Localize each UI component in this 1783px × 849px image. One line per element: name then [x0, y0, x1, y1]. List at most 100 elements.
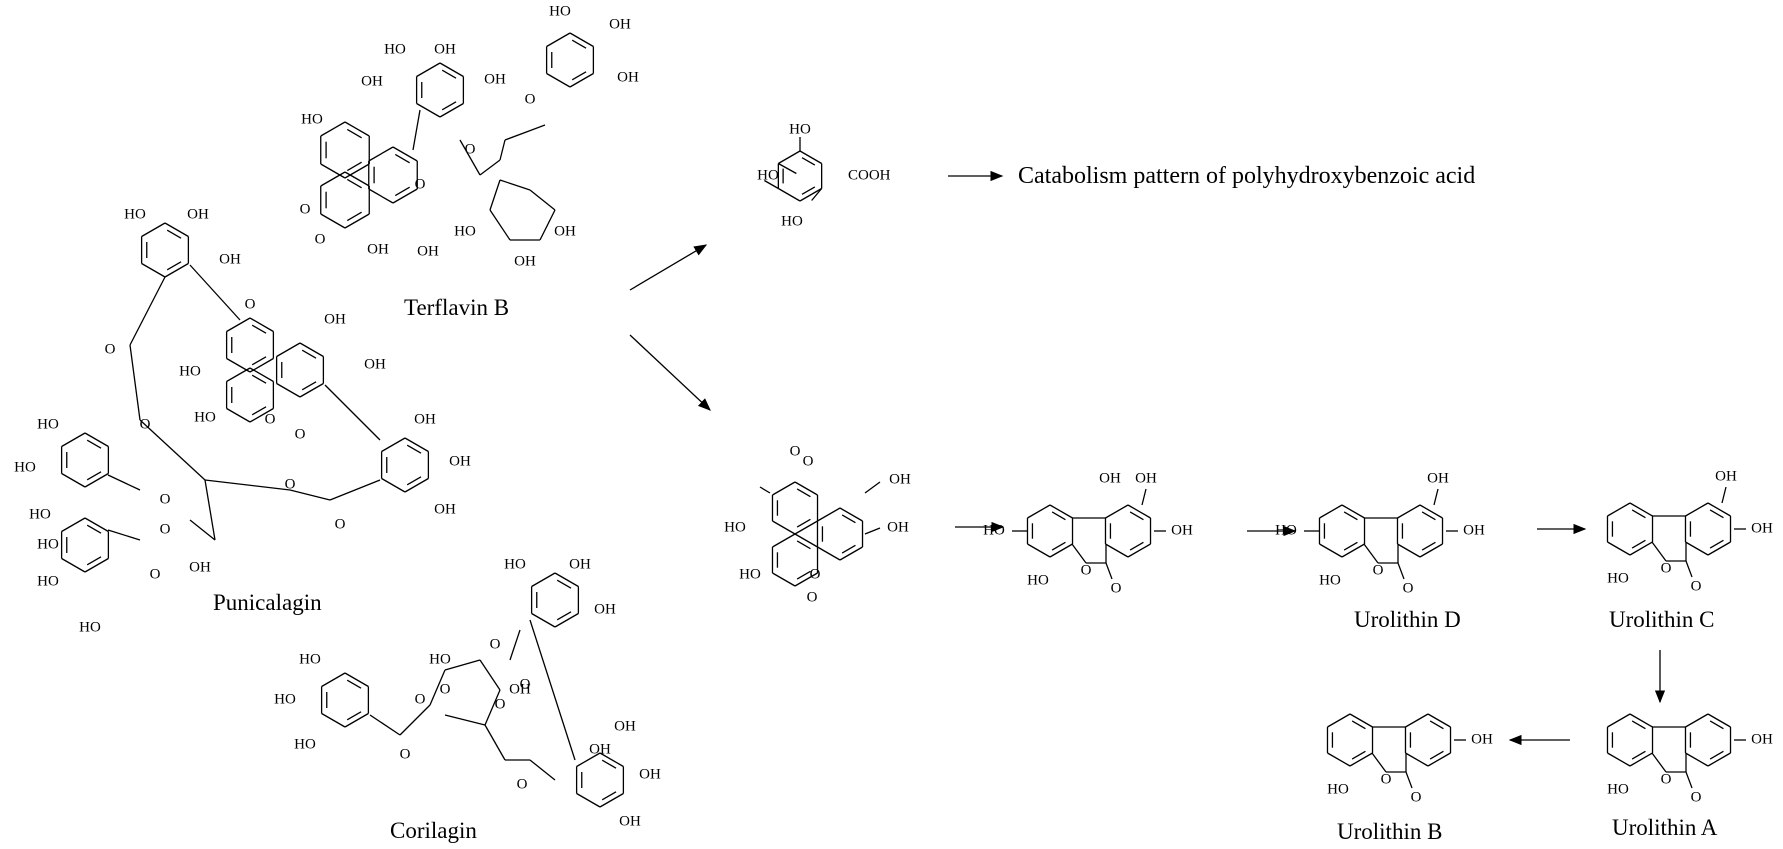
- atom-label-o: O: [520, 676, 531, 692]
- atom-label-ho: HO: [79, 619, 101, 635]
- bond: [489, 179, 501, 211]
- bond: [529, 759, 556, 781]
- atom-label-o: O: [807, 589, 818, 605]
- carbonyl-bond: [1105, 562, 1113, 580]
- atom-label-o: O: [1661, 560, 1672, 576]
- bond: [429, 669, 446, 706]
- atom-label-o: O: [265, 411, 276, 427]
- ring-bond: [392, 188, 418, 204]
- atom-label-o: O: [440, 681, 451, 697]
- atom-label-oh: OH: [1471, 731, 1493, 747]
- atom-label-oh: OH: [414, 411, 436, 427]
- ring-bond: [799, 187, 822, 202]
- atom-label-oh: OH: [1751, 731, 1773, 747]
- atom-label-o: O: [150, 566, 161, 582]
- atom-label-oh: OH: [514, 253, 536, 269]
- ring-bond: [1327, 713, 1351, 728]
- double-bond: [346, 161, 362, 172]
- ring-bond: [392, 146, 418, 162]
- ring-bond: [344, 121, 370, 137]
- double-bond: [841, 544, 856, 554]
- atom-label-oh: OH: [887, 519, 909, 535]
- double-bond: [406, 476, 422, 486]
- atom-label-ho: HO: [724, 519, 746, 535]
- double-bond: [394, 153, 410, 164]
- double-bond: [394, 186, 410, 197]
- bond: [484, 689, 501, 726]
- substituent-bond: [764, 179, 779, 190]
- double-bond: [301, 381, 317, 391]
- ring-bond: [276, 342, 301, 358]
- atom-label-oh: OH: [594, 601, 616, 617]
- ring-bond: [1105, 543, 1129, 558]
- ring-bond: [226, 367, 251, 383]
- atom-label-oh: OH: [434, 501, 456, 517]
- ring-bond: [1427, 752, 1451, 767]
- atom-label-ho: HO: [294, 736, 316, 752]
- atom-label-oh: OH: [1135, 470, 1157, 486]
- urolithin-c-label: Urolithin C: [1609, 607, 1714, 632]
- bond: [369, 714, 401, 736]
- catabolism-text: Catabolism pattern of polyhydroxybenzoic…: [1018, 163, 1475, 189]
- double-bond: [1631, 539, 1646, 549]
- ring-bond: [249, 367, 274, 383]
- bond: [129, 344, 141, 421]
- ring-bond: [320, 163, 346, 179]
- atom-label-o: O: [490, 636, 501, 652]
- ring-bond: [1049, 543, 1073, 558]
- double-bond: [1709, 509, 1724, 519]
- bond-layer: [60, 32, 1746, 808]
- bond: [499, 139, 506, 161]
- ring-bond: [599, 752, 624, 768]
- ring-bond: [1405, 752, 1429, 767]
- bond: [529, 189, 556, 211]
- atom-label-oh: OH: [364, 356, 386, 372]
- ring-bond: [84, 472, 109, 488]
- ring-bond: [1341, 504, 1365, 519]
- ring-bond: [1607, 752, 1631, 767]
- atom-label-ho: HO: [1027, 572, 1049, 588]
- double-bond: [251, 374, 267, 384]
- carbonyl-bond: [1397, 562, 1405, 580]
- atom-label-ho: HO: [301, 111, 323, 127]
- atom-label-ho: HO: [1327, 781, 1349, 797]
- bond: [509, 629, 521, 661]
- atom-label-o: O: [160, 491, 171, 507]
- atom-label-ho: HO: [37, 536, 59, 552]
- ring-bond: [1127, 504, 1151, 519]
- atom-label-oh: OH: [434, 41, 456, 57]
- ring-bond: [1629, 502, 1653, 517]
- atom-label-o: O: [245, 296, 256, 312]
- double-bond: [1631, 720, 1646, 730]
- ring-bond: [1027, 504, 1051, 519]
- ring-bond: [1319, 504, 1343, 519]
- bond: [189, 264, 241, 321]
- atom-label-o: O: [790, 443, 801, 459]
- ring-bond: [344, 213, 370, 229]
- atom-label-oh: OH: [619, 813, 641, 829]
- bond: [444, 714, 486, 726]
- ring-bond: [546, 72, 571, 88]
- double-bond: [301, 349, 317, 359]
- terflavin-b-label: Terflavin B: [404, 295, 509, 320]
- double-bond: [601, 791, 617, 801]
- atom-label-oh: OH: [417, 243, 439, 259]
- ring-bond: [61, 432, 86, 448]
- bond: [759, 486, 771, 494]
- ring-bond: [1685, 502, 1709, 517]
- atom-label-cooh: COOH: [848, 167, 891, 183]
- atom-label-oh: OH: [589, 741, 611, 757]
- double-bond: [796, 540, 811, 550]
- atom-label-o: O: [525, 91, 536, 107]
- double-bond: [796, 488, 811, 498]
- bond: [324, 384, 381, 441]
- ring-bond: [569, 72, 594, 88]
- bond: [1141, 488, 1147, 506]
- atom-label-o: O: [1081, 562, 1092, 578]
- ring-bond: [531, 612, 556, 628]
- atom-label-oh: OH: [639, 766, 661, 782]
- ring-bond: [794, 481, 818, 496]
- double-bond: [801, 186, 816, 195]
- atom-label-oh: OH: [554, 223, 576, 239]
- double-bond: [796, 518, 811, 528]
